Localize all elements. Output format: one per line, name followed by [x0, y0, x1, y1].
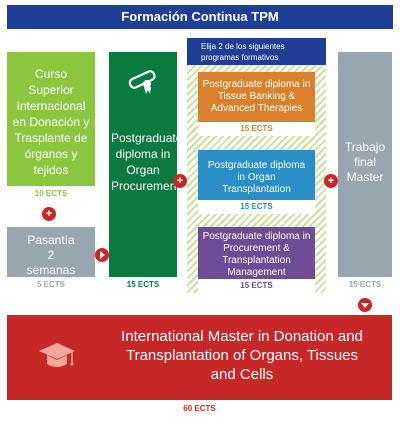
tissue-banking-ects: 15 ECTS [198, 122, 315, 136]
program-title: Formación Continua TPM [7, 5, 393, 29]
trabajo-final-ects: 15 ECTS [338, 277, 392, 293]
organ-transplantation-ects: 15 ECTS [198, 200, 315, 214]
international-master-title: International Master in Donation and Tra… [121, 328, 363, 383]
organ-transplantation-title: Postgraduate diploma in Organ Transplant… [207, 160, 306, 195]
curso-superior-title: Curso Superior Internacional en Donación… [12, 67, 90, 177]
organ-procurement-ects: 15 ECTS [109, 277, 177, 293]
curso-superior-card: Curso Superior Internacional en Donación… [7, 52, 95, 202]
tissue-banking-title: Postgraduate diploma in Tissue Banking &… [202, 79, 311, 114]
management-title: Postgraduate diploma in Procurement & Tr… [202, 231, 311, 278]
international-master-ects: 60 ECTS [7, 400, 392, 418]
trabajo-final-title: Trabajo final Master [344, 140, 386, 184]
pasantia-card: Pasantía 2 semanas 5 ECTS [7, 227, 95, 293]
choose-instruction: Elija 2 de los siguientes programas form… [187, 38, 326, 65]
arrow-down-icon [358, 298, 372, 312]
international-master-card: International Master in Donation and Tra… [7, 315, 392, 418]
arrow-right-icon [95, 248, 109, 262]
plus-connector: + [173, 174, 187, 188]
plus-connector: + [324, 174, 338, 188]
tissue-banking-card: Postgraduate diploma in Tissue Banking &… [198, 72, 315, 136]
management-card: Postgraduate diploma in Procurement & Tr… [198, 227, 315, 293]
pasantia-title: Pasantía 2 semanas [26, 233, 76, 277]
pasantia-ects: 5 ECTS [7, 277, 95, 293]
diploma-icon [125, 66, 161, 101]
organ-procurement-card: Postgraduate diploma in Organ Procuremen… [109, 52, 183, 293]
organ-procurement-title: Postgraduate diploma in Organ Procuremen… [111, 131, 183, 193]
organ-transplantation-card: Postgraduate diploma in Organ Transplant… [198, 150, 315, 214]
management-ects: 15 ECTS [198, 279, 315, 293]
trabajo-final-card: Trabajo final Master 15 ECTS [338, 52, 392, 293]
curso-superior-ects: 10 ECTS [7, 186, 95, 202]
plus-connector: + [42, 207, 56, 221]
graduation-cap-icon [37, 339, 77, 378]
